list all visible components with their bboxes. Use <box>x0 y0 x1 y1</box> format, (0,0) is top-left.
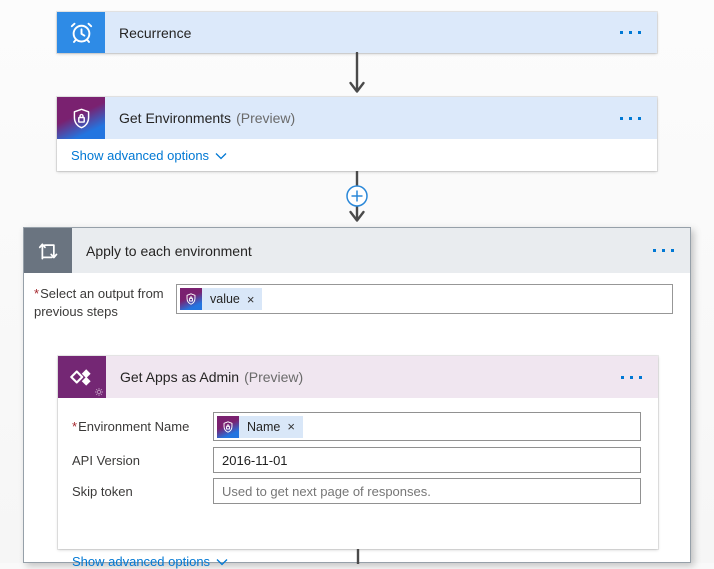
recurrence-card-header[interactable]: Recurrence <box>57 12 657 53</box>
chevron-down-icon <box>215 152 227 159</box>
chevron-down-icon <box>216 558 228 565</box>
apply-to-each-title: Apply to each environment <box>86 242 252 259</box>
ellipsis-icon <box>621 375 642 379</box>
skip-token-label: Skip token <box>72 484 133 499</box>
get-apps-as-admin-card[interactable]: Get Apps as Admin (Preview) *Environment… <box>58 356 658 569</box>
connector-arrow <box>356 549 360 564</box>
recurrence-menu-button[interactable] <box>604 12 657 53</box>
api-version-input[interactable] <box>213 447 641 473</box>
insert-step-button[interactable] <box>346 185 368 207</box>
apply-to-each-header[interactable]: Apply to each environment <box>24 228 690 273</box>
api-version-label: API Version <box>72 453 140 468</box>
token-remove-button[interactable]: × <box>287 419 295 434</box>
select-output-input[interactable]: value × <box>176 284 673 314</box>
preview-badge: (Preview) <box>244 369 304 385</box>
apply-to-each-menu-button[interactable] <box>637 228 690 273</box>
connector-arrow <box>349 52 365 93</box>
ellipsis-icon <box>620 31 641 34</box>
required-asterisk: * <box>34 286 40 301</box>
shield-lock-icon <box>57 97 105 139</box>
select-output-label: *Select an output from previous steps <box>34 286 164 320</box>
connector-arrow <box>346 171 368 222</box>
required-asterisk: * <box>72 419 78 434</box>
get-environments-menu-button[interactable] <box>604 97 657 139</box>
environment-name-label: *Environment Name <box>72 419 190 434</box>
token-label: Name <box>247 419 281 434</box>
alarm-clock-icon <box>57 12 105 53</box>
gear-icon <box>95 388 103 396</box>
get-environments-card-title: Get Environments (Preview) <box>119 110 296 126</box>
show-advanced-options-link[interactable]: Show advanced options <box>72 554 228 569</box>
get-apps-card-title: Get Apps as Admin (Preview) <box>120 369 304 385</box>
recurrence-card[interactable]: Recurrence <box>57 12 657 53</box>
environment-name-input[interactable]: Name × <box>213 412 641 441</box>
name-token[interactable]: Name × <box>217 415 303 438</box>
recurrence-card-title: Recurrence <box>119 24 192 41</box>
ellipsis-icon <box>620 116 641 120</box>
get-apps-card-header[interactable]: Get Apps as Admin (Preview) <box>58 356 658 398</box>
get-environments-card[interactable]: Get Environments (Preview) Show advanced… <box>57 97 657 171</box>
apply-to-each-scope[interactable]: Apply to each environment *Select an out… <box>23 227 691 569</box>
get-environments-card-header[interactable]: Get Environments (Preview) <box>57 97 657 139</box>
shield-lock-icon <box>180 288 202 310</box>
value-token[interactable]: value × <box>180 288 263 310</box>
shield-lock-icon <box>217 415 239 438</box>
powerapps-icon <box>58 356 106 398</box>
ellipsis-icon <box>653 249 674 252</box>
loop-icon <box>24 228 72 273</box>
get-apps-menu-button[interactable] <box>605 356 658 398</box>
skip-token-input[interactable] <box>213 478 641 504</box>
token-remove-button[interactable]: × <box>246 291 255 307</box>
token-label: value <box>210 292 240 306</box>
show-advanced-options-link[interactable]: Show advanced options <box>71 148 227 163</box>
preview-badge: (Preview) <box>236 110 296 126</box>
